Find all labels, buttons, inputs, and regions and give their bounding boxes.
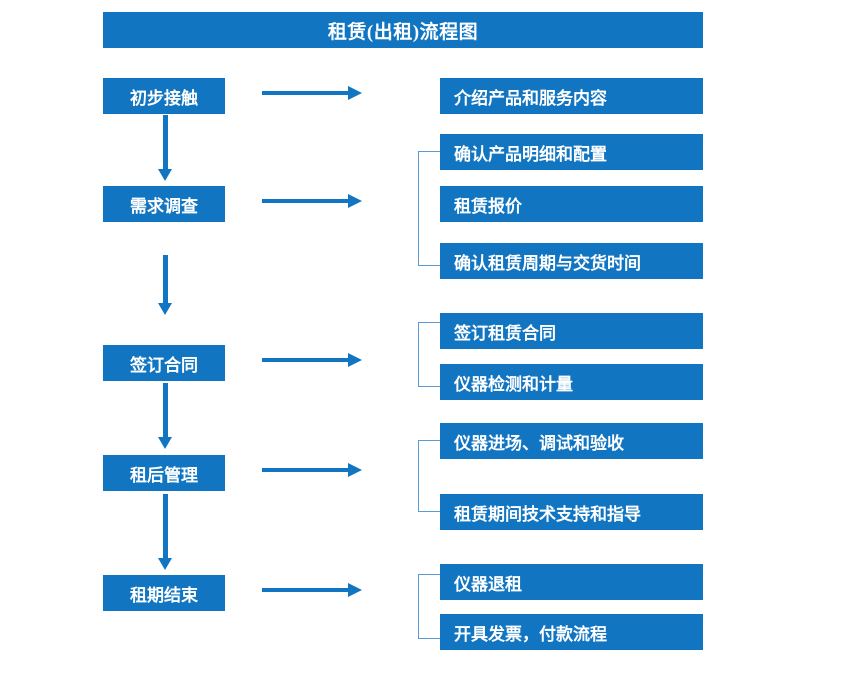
arrow-head bbox=[348, 353, 362, 367]
group-bracket-icon-2 bbox=[418, 151, 440, 266]
detail-box-2-2[interactable]: 租赁报价 bbox=[440, 186, 703, 222]
stage-box-3[interactable]: 签订合同 bbox=[103, 345, 225, 381]
detail-box-3-1[interactable]: 签订租赁合同 bbox=[440, 313, 703, 349]
arrow-head bbox=[158, 437, 172, 449]
stage-box-5[interactable]: 租期结束 bbox=[103, 575, 225, 611]
arrow-shaft bbox=[163, 494, 168, 558]
detail-label: 开具发票，付款流程 bbox=[454, 624, 607, 644]
down-arrow-icon-1 bbox=[158, 115, 172, 181]
right-arrow-icon-2 bbox=[262, 194, 362, 208]
right-arrow-icon-4 bbox=[262, 463, 362, 477]
detail-label: 确认产品明细和配置 bbox=[454, 144, 607, 164]
arrow-shaft bbox=[262, 91, 351, 95]
arrow-head bbox=[158, 558, 172, 570]
detail-label: 仪器进场、调试和验收 bbox=[454, 433, 624, 453]
arrow-head bbox=[348, 194, 362, 208]
detail-label: 签订租赁合同 bbox=[454, 323, 556, 343]
arrow-shaft bbox=[163, 255, 168, 303]
detail-box-5-1[interactable]: 仪器退租 bbox=[440, 564, 703, 600]
page-title: 租赁(出租)流程图 bbox=[103, 12, 703, 48]
arrow-shaft bbox=[163, 115, 168, 169]
group-bracket-icon-5 bbox=[418, 574, 440, 639]
right-arrow-icon-3 bbox=[262, 353, 362, 367]
down-arrow-icon-3 bbox=[158, 383, 172, 449]
stage-label-3: 签订合同 bbox=[130, 355, 198, 375]
group-bracket-icon-4 bbox=[418, 440, 440, 512]
arrow-head bbox=[348, 583, 362, 597]
arrow-shaft bbox=[262, 588, 351, 592]
stage-box-1[interactable]: 初步接触 bbox=[103, 78, 225, 114]
down-arrow-icon-4 bbox=[158, 494, 172, 570]
arrow-head bbox=[158, 303, 172, 315]
arrow-shaft bbox=[262, 358, 351, 362]
stage-label-1: 初步接触 bbox=[130, 88, 198, 108]
stage-label-5: 租期结束 bbox=[130, 585, 198, 605]
detail-label: 租赁报价 bbox=[454, 196, 522, 216]
detail-box-2-3[interactable]: 确认租赁周期与交货时间 bbox=[440, 243, 703, 279]
stage-box-2[interactable]: 需求调查 bbox=[103, 186, 225, 222]
stage-box-4[interactable]: 租后管理 bbox=[103, 455, 225, 491]
arrow-shaft bbox=[163, 383, 168, 437]
detail-label: 仪器退租 bbox=[454, 574, 522, 594]
stage-label-2: 需求调查 bbox=[130, 196, 198, 216]
arrow-head bbox=[348, 463, 362, 477]
arrow-head bbox=[348, 86, 362, 100]
arrow-shaft bbox=[262, 468, 351, 472]
right-arrow-icon-1 bbox=[262, 86, 362, 100]
detail-label: 仪器检测和计量 bbox=[454, 374, 573, 394]
detail-box-1-1[interactable]: 介绍产品和服务内容 bbox=[440, 78, 703, 114]
arrow-head bbox=[158, 169, 172, 181]
group-bracket-icon-3 bbox=[418, 322, 440, 387]
detail-box-2-1[interactable]: 确认产品明细和配置 bbox=[440, 134, 703, 170]
detail-box-4-1[interactable]: 仪器进场、调试和验收 bbox=[440, 423, 703, 459]
detail-box-5-2[interactable]: 开具发票，付款流程 bbox=[440, 614, 703, 650]
detail-label: 介绍产品和服务内容 bbox=[454, 88, 607, 108]
detail-label: 租赁期间技术支持和指导 bbox=[454, 504, 641, 524]
stage-label-4: 租后管理 bbox=[130, 465, 198, 485]
detail-box-3-2[interactable]: 仪器检测和计量 bbox=[440, 364, 703, 400]
detail-box-4-2[interactable]: 租赁期间技术支持和指导 bbox=[440, 494, 703, 530]
detail-label: 确认租赁周期与交货时间 bbox=[454, 253, 641, 273]
down-arrow-icon-2 bbox=[158, 255, 172, 315]
right-arrow-icon-5 bbox=[262, 583, 362, 597]
arrow-shaft bbox=[262, 199, 351, 203]
